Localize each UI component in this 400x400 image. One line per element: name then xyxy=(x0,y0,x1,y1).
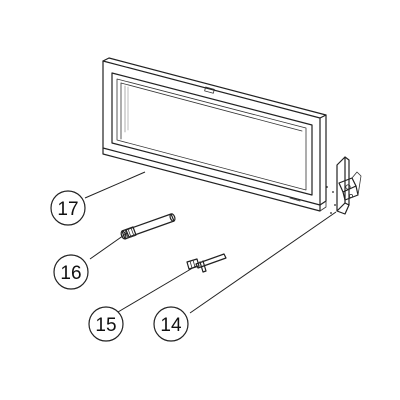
pin-part-16 xyxy=(120,213,176,240)
callout-17: 17 xyxy=(50,190,86,226)
callout-16: 16 xyxy=(53,254,89,290)
callout-label-16: 16 xyxy=(60,263,81,284)
callout-15: 15 xyxy=(88,306,124,342)
callout-label-15: 15 xyxy=(95,315,116,336)
leader-line-14 xyxy=(189,211,337,314)
callout-label-17: 17 xyxy=(57,199,78,220)
door-panel-part-17 xyxy=(102,57,327,212)
leader-line-16 xyxy=(89,232,128,260)
leader-line-15 xyxy=(117,265,197,313)
callout-14: 14 xyxy=(153,306,189,342)
hinge-bracket-part-14 xyxy=(326,156,362,215)
leader-line-17 xyxy=(84,171,146,199)
callout-label-14: 14 xyxy=(160,315,182,336)
screw-part-15 xyxy=(186,253,227,273)
